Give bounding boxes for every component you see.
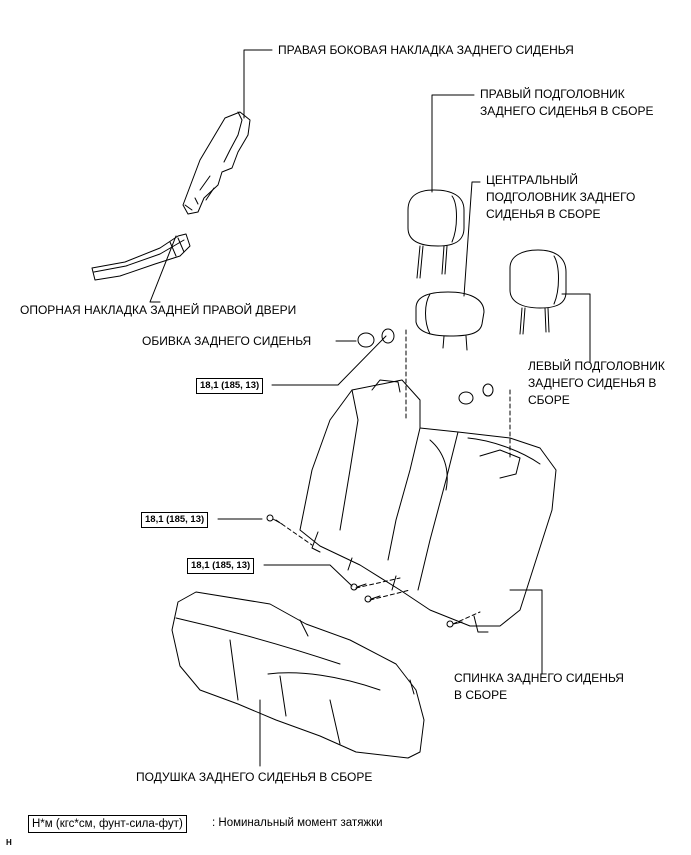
corner-mark: H — [6, 838, 12, 847]
seatback-part — [299, 379, 557, 633]
torque-spec-box: 18,1 (185, 13) — [141, 512, 209, 528]
right-headrest-part — [407, 189, 465, 279]
torque-spec-box: 18,1 (185, 13) — [187, 558, 255, 574]
center-headrest-part — [415, 291, 485, 351]
cushion-label: ПОДУШКА ЗАДНЕГО СИДЕНЬЯ В СБОРЕ — [136, 770, 373, 784]
side-trim-label: ПРАВАЯ БОКОВАЯ НАКЛАДКА ЗАДНЕГО СИДЕНЬЯ — [278, 43, 574, 57]
seat-trim-label: ОБИВКА ЗАДНЕГО СИДЕНЬЯ — [142, 334, 312, 348]
legend-description: : Номинальный момент затяжки — [212, 817, 383, 829]
torque-spec-box: 18,1 (185, 13) — [196, 378, 264, 394]
leader-lines — [149, 49, 591, 767]
right-headrest-label-line2: ЗАДНЕГО СИДЕНЬЯ В СБОРЕ — [480, 104, 654, 118]
center-headrest-label-line1: ЦЕНТРАЛЬНЫЙ — [486, 173, 579, 187]
left-headrest-label-line2: ЗАДНЕГО СИДЕНЬЯ В — [528, 376, 657, 390]
side-trim-part — [182, 111, 251, 215]
headrest-guides — [357, 328, 494, 405]
seatback-label-line2: В СБОРЕ — [454, 688, 508, 702]
center-headrest-label-line3: СИДЕНЬЯ В СБОРЕ — [486, 207, 601, 221]
left-headrest-part — [509, 249, 567, 335]
left-headrest-label-line1: ЛЕВЫЙ ПОДГОЛОВНИК — [528, 359, 665, 373]
cushion-part — [171, 591, 425, 759]
legend-unit-box: Н*м (кгс*см, фунт-сила-фут) — [28, 815, 187, 833]
left-headrest-label-line3: СБОРЕ — [528, 393, 570, 407]
door-scuff-label: ОПОРНАЯ НАКЛАДКА ЗАДНЕЙ ПРАВОЙ ДВЕРИ — [20, 303, 297, 317]
center-headrest-label-line2: ПОДГОЛОВНИК ЗАДНЕГО — [486, 190, 636, 204]
door-scuff-part — [91, 233, 191, 281]
bolt-icon — [266, 514, 463, 628]
right-headrest-label-line1: ПРАВЫЙ ПОДГОЛОВНИК — [480, 87, 625, 101]
seatback-label-line1: СПИНКА ЗАДНЕГО СИДЕНЬЯ — [454, 671, 624, 685]
